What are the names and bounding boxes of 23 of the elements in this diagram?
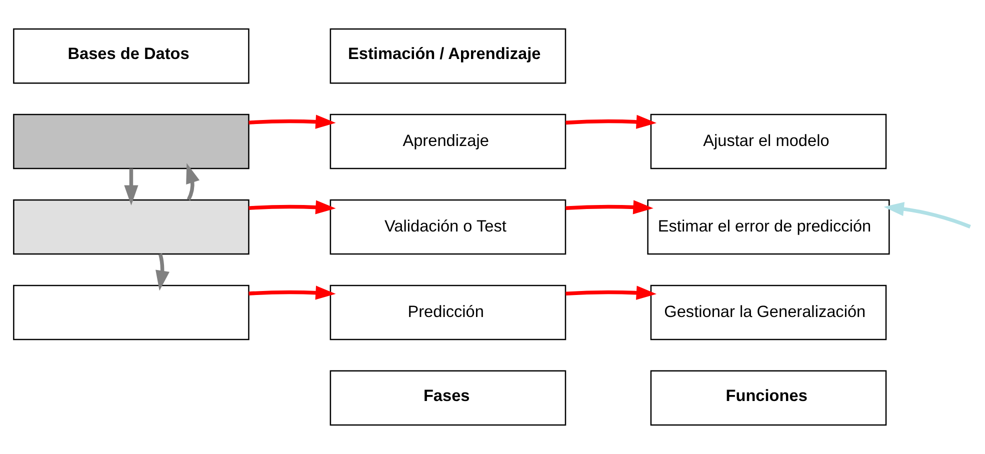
node-box: Aprendizaje	[330, 114, 566, 170]
arrow	[186, 163, 200, 201]
arrow	[248, 286, 336, 300]
arrow	[156, 254, 170, 291]
node-box: Validación o Test	[330, 199, 566, 255]
node-box: Funciones	[650, 370, 887, 426]
node-box: Fases	[330, 370, 566, 426]
arrow	[566, 114, 657, 129]
arrow	[566, 286, 657, 300]
arrow	[124, 168, 138, 206]
node-box	[13, 199, 250, 255]
arrow	[566, 200, 654, 214]
node-box	[13, 284, 250, 340]
node-box	[13, 114, 250, 170]
node-box: Gestionar la Generalización	[650, 284, 887, 340]
node-box: Estimación / Aprendizaje	[330, 28, 566, 84]
node-box: Ajustar el modelo	[650, 114, 887, 170]
node-box: Predicción	[330, 284, 566, 340]
arrow	[248, 200, 336, 214]
arrow	[248, 114, 336, 129]
arrow	[884, 202, 971, 228]
node-box: Estimar el error de predicción	[647, 199, 890, 255]
node-box: Bases de Datos	[13, 28, 250, 84]
